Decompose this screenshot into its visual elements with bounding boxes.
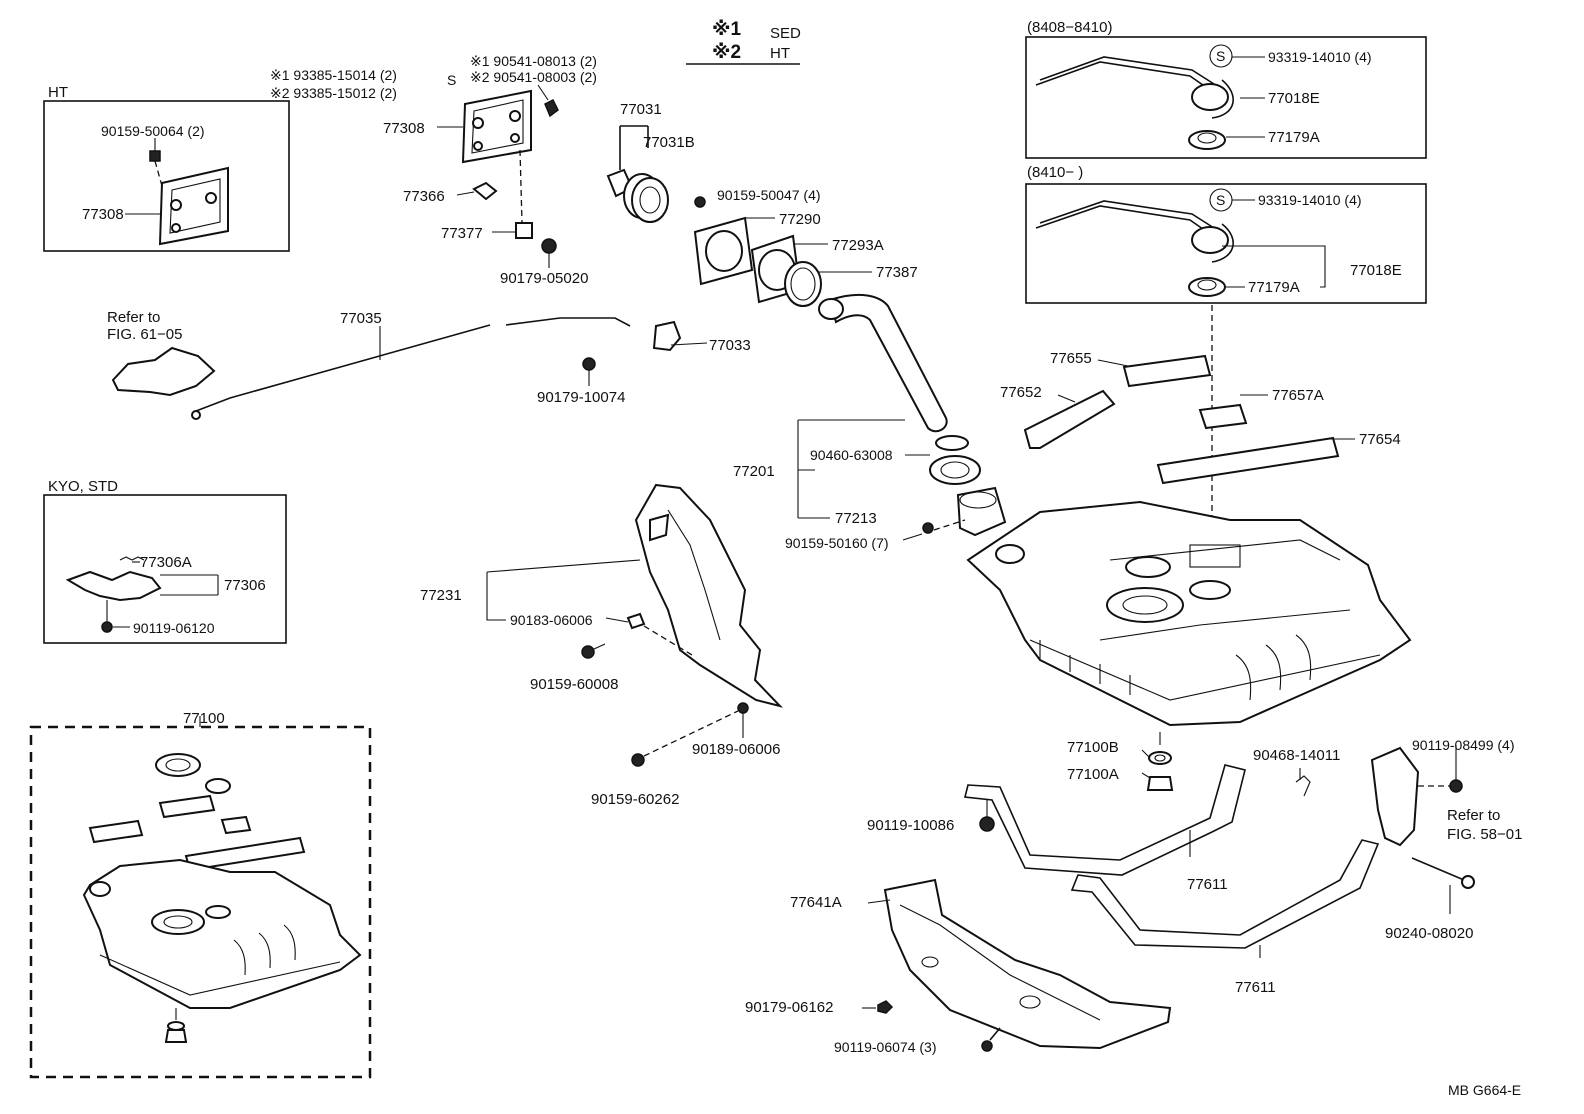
part-90119-06074: 90119-06074 (3) [834, 1039, 937, 1055]
part-90179-10074: 90179-10074 [537, 389, 626, 406]
kyo-lock-part [65, 556, 219, 633]
skid-plate-part [862, 878, 1172, 1052]
part-77033: 77033 [709, 337, 751, 354]
part-77308: 77308 [383, 120, 425, 137]
part-93385-15014: ※1 93385-15014 (2) [270, 67, 397, 83]
part-77201: 77201 [733, 463, 775, 480]
part-90119-06120: 90119-06120 [133, 620, 215, 636]
part-90159-60008: 90159-60008 [530, 676, 619, 693]
part-77306: 77306 [224, 577, 266, 594]
ref-fig-58-line2: FIG. 58−01 [1447, 826, 1523, 843]
s-symbol-door: S [447, 72, 457, 88]
part-77031B: 77031B [643, 134, 695, 151]
part-90159-50047: 90159-50047 (4) [717, 187, 821, 203]
part-77031: 77031 [620, 101, 662, 118]
part-90179-05020: 90179-05020 [500, 270, 589, 287]
part-77306A: 77306A [140, 554, 192, 571]
part-77387: 77387 [876, 264, 918, 281]
part-90159-60262: 90159-60262 [591, 791, 680, 808]
part-77377: 77377 [441, 225, 483, 242]
77201-group-lines [797, 419, 1007, 541]
part-77366: 77366 [403, 188, 445, 205]
part-77611-a: 77611 [1187, 876, 1228, 893]
s-symbol-range1: S [1216, 48, 1226, 64]
part-77179A-b: 77179A [1248, 279, 1300, 296]
release-cable-part [111, 317, 708, 420]
part-93385-15012: ※2 93385-15012 (2) [270, 85, 397, 101]
part-90119-08499: 90119-08499 (4) [1412, 737, 1515, 753]
part-90460-63008: 90460-63008 [810, 447, 893, 463]
legend-text-2: HT [770, 45, 790, 62]
legend-mark-1: ※1 [712, 19, 742, 40]
part-77308-ht: 77308 [82, 206, 124, 223]
part-93319-14010-a: 93319-14010 (4) [1268, 49, 1372, 65]
ref-fig-61-line1: Refer to [107, 309, 161, 326]
part-77290: 77290 [779, 211, 821, 228]
part-90541-08013: ※1 90541-08013 (2) [470, 53, 597, 69]
part-90159-50064: 90159-50064 (2) [101, 123, 205, 139]
ht-inset-box [43, 100, 290, 252]
heat-shield-part [486, 483, 784, 767]
ref-fig-61-line2: FIG. 61−05 [107, 326, 183, 343]
range2-inset-title: (8410− ) [1027, 164, 1084, 181]
drain-plug-part [1141, 749, 1174, 791]
part-77611-b: 77611 [1235, 979, 1276, 996]
part-90240-08020: 90240-08020 [1385, 925, 1474, 942]
part-90189-06006: 90189-06006 [692, 741, 781, 758]
part-77231: 77231 [420, 587, 462, 604]
fuel-cap-part [606, 125, 669, 223]
kyo-inset-title: KYO, STD [48, 478, 119, 495]
tank-pads-part [1023, 354, 1355, 485]
part-90179-06162: 90179-06162 [745, 999, 834, 1016]
part-93319-14010-b: 93319-14010 (4) [1258, 192, 1362, 208]
part-77641A: 77641A [790, 894, 842, 911]
part-77018E-b: 77018E [1350, 262, 1402, 279]
kit-tank-part [82, 716, 362, 1043]
part-77213: 77213 [835, 510, 877, 527]
part-77035: 77035 [340, 310, 382, 327]
tank-straps-part [964, 764, 1380, 958]
ref-fig-58-line1: Refer to [1447, 807, 1501, 824]
kit-inset-title: 77100 [183, 710, 225, 727]
part-77018E-a: 77018E [1268, 90, 1320, 107]
s-symbol-range2: S [1216, 192, 1226, 208]
ht-fuel-door-part [125, 138, 229, 246]
ht-inset-title: HT [48, 84, 68, 101]
part-90541-08003: ※2 90541-08003 (2) [470, 69, 597, 85]
part-90183-06006: 90183-06006 [510, 612, 593, 628]
part-90159-50160: 90159-50160 (7) [785, 535, 889, 551]
part-77100A: 77100A [1067, 766, 1119, 783]
range1-inset-box [1025, 36, 1427, 159]
part-77293A: 77293A [832, 237, 884, 254]
diagram-code: MB G664-E [1448, 1082, 1522, 1098]
fuel-tank-part [966, 500, 1412, 745]
part-90119-10086: 90119-10086 [867, 817, 955, 834]
part-77654: 77654 [1359, 431, 1401, 448]
filler-neck-part [693, 196, 948, 433]
part-77100B: 77100B [1067, 739, 1119, 756]
legend-mark-2: ※2 [712, 42, 742, 63]
part-90468-14011: 90468-14011 [1253, 747, 1341, 764]
kyo-inset-box [43, 494, 287, 644]
part-77655: 77655 [1050, 350, 1092, 367]
range1-strap-part [1035, 44, 1265, 150]
kit-inset-box [29, 725, 372, 1079]
range2-inset-box [1025, 183, 1427, 304]
side-bracket-part [1370, 745, 1475, 914]
part-77179A-a: 77179A [1268, 129, 1320, 146]
part-77652: 77652 [1000, 384, 1042, 401]
legend-text-1: SED [770, 25, 801, 42]
fuel-door-part [437, 84, 559, 268]
range1-inset-title: (8408−8410) [1027, 19, 1113, 36]
part-77657A: 77657A [1272, 387, 1324, 404]
